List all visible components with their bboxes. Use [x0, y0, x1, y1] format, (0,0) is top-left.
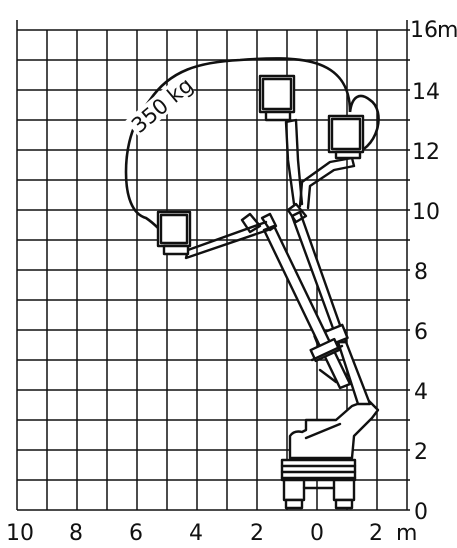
y-axis-labels: 0 2 4 6 8 10 12 14 16 m	[410, 18, 457, 525]
load-label-mask	[125, 74, 195, 138]
x-tick-label: 6	[129, 521, 143, 546]
chassis	[280, 458, 357, 510]
y-tick-label: 0	[414, 500, 428, 525]
basket-right	[327, 114, 365, 154]
x-tick-label: 8	[69, 521, 83, 546]
basket-left	[156, 210, 192, 248]
y-tick-label: 16	[410, 18, 438, 43]
y-tick-label: 8	[414, 260, 428, 285]
x-tick-label: 2	[369, 521, 383, 546]
turret	[288, 398, 380, 460]
basket-positions	[156, 74, 365, 256]
x-tick-label: 2	[250, 521, 264, 546]
y-tick-label: 10	[412, 200, 440, 225]
y-tick-label: 4	[414, 380, 428, 405]
upper-boom	[262, 224, 352, 390]
x-tick-label: 4	[189, 521, 203, 546]
x-tick-label: 0	[310, 521, 324, 546]
x-tick-label: 10	[6, 521, 34, 546]
basket-top	[258, 74, 296, 114]
y-axis-unit: m	[437, 18, 457, 43]
jib-arms	[184, 118, 356, 260]
y-tick-label: 12	[412, 140, 440, 165]
y-tick-label: 6	[414, 320, 428, 345]
x-axis-labels: 10 8 6 4 2 0 2 m	[6, 521, 417, 546]
x-axis-unit: m	[396, 521, 417, 546]
y-tick-label: 14	[412, 80, 440, 105]
y-tick-label: 2	[414, 440, 428, 465]
